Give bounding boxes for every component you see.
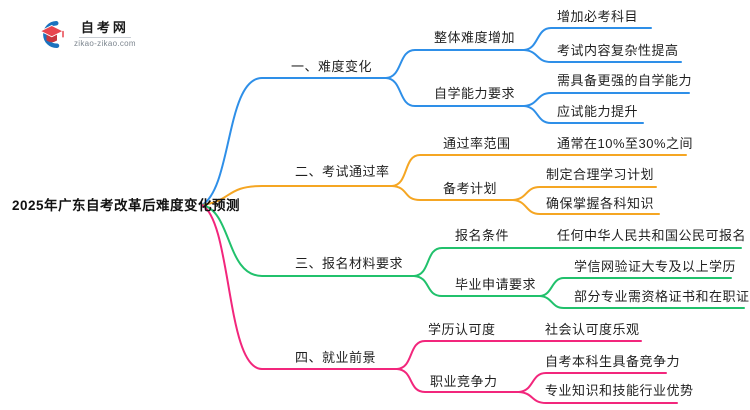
branch-lines-pass-rate (201, 154, 687, 215)
branch-lines-application (201, 204, 745, 309)
branch-lines-difficulty (201, 27, 690, 206)
mindmap-root-topic: 2025年广东自考改革后难度变化预测 (12, 198, 241, 213)
leaf-skills-advantage: 专业知识和技能行业优势 (545, 383, 694, 398)
leaf-xuexin-verification: 学信网验证大专及以上学历 (574, 259, 737, 274)
logo-divider (78, 37, 131, 38)
site-url: zikao-zikao.com (74, 39, 136, 48)
leaf-exam-skill-improve: 应试能力提升 (557, 104, 639, 119)
leaf-make-study-plan: 制定合理学习计划 (546, 167, 655, 182)
branch-lines-employment (201, 204, 678, 404)
site-logo: 自考网 zikao-zikao.com (36, 18, 136, 51)
branch-employment-prospects: 四、就业前景 (295, 350, 377, 365)
leaf-certificates-needed: 部分专业需资格证书和在职证明 (574, 289, 750, 304)
leaf-content-complexity: 考试内容复杂性提高 (557, 43, 679, 58)
node-application-conditions: 报名条件 (455, 228, 510, 243)
node-pass-rate-range: 通过率范围 (443, 136, 511, 151)
leaf-stronger-self-study: 需具备更强的自学能力 (557, 73, 693, 88)
node-study-plan: 备考计划 (443, 181, 498, 196)
leaf-master-all-subjects: 确保掌握各科知识 (546, 196, 655, 211)
node-career-competitiveness: 职业竞争力 (430, 374, 498, 389)
node-self-study-ability: 自学能力要求 (434, 86, 516, 101)
node-degree-recognition: 学历认可度 (428, 322, 496, 337)
node-overall-difficulty: 整体难度增加 (434, 30, 516, 45)
leaf-graduates-competitive: 自考本科生具备竞争力 (545, 354, 681, 369)
branch-difficulty: 一、难度变化 (291, 59, 373, 74)
leaf-any-citizen-can-apply: 任何中华人民共和国公民可报名 (557, 228, 747, 243)
graduation-cap-icon (39, 21, 65, 48)
node-graduation-requirements: 毕业申请要求 (455, 277, 537, 292)
branch-pass-rate: 二、考试通过率 (295, 164, 390, 179)
leaf-social-recognition: 社会认可度乐观 (545, 322, 640, 337)
branch-application-materials: 三、报名材料要求 (295, 256, 404, 271)
leaf-rate-10-30-percent: 通常在10%至30%之间 (557, 136, 694, 151)
leaf-more-required-subjects: 增加必考科目 (557, 9, 639, 24)
site-name: 自考网 (80, 20, 129, 35)
